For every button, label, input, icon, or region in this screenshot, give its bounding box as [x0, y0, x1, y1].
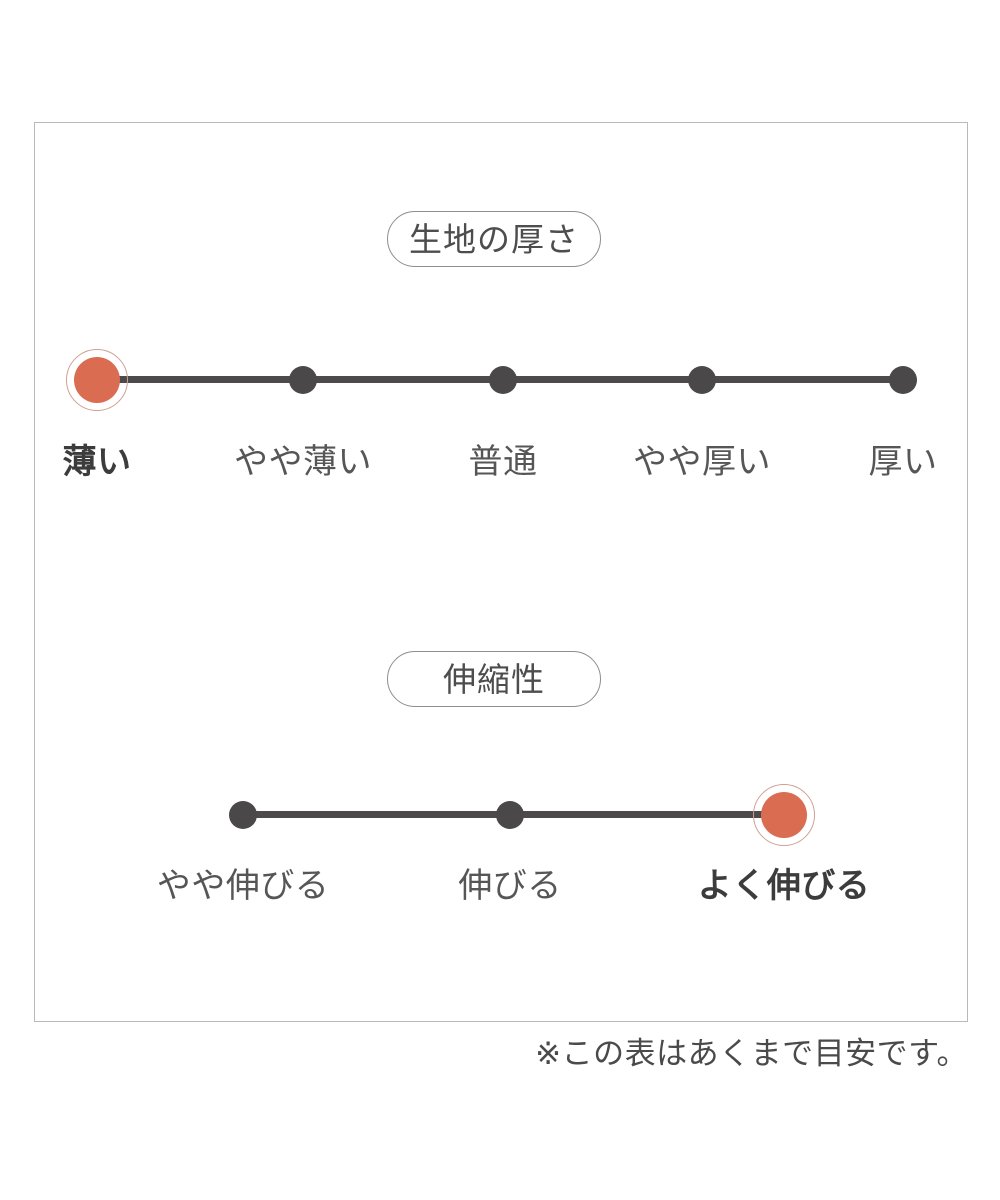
scale-label: 厚い	[868, 443, 938, 481]
scale-label: 伸びる	[458, 867, 562, 905]
scale-labels-fabric-thickness: 薄い やや薄い 普通 やや厚い 厚い	[0, 438, 1000, 486]
chart-footnote: ※この表はあくまで目安です。	[535, 1036, 968, 1071]
scale-label-selected: 薄い	[62, 443, 132, 481]
chart-frame	[34, 122, 968, 1022]
section-title-stretchiness: 伸縮性	[387, 651, 601, 707]
scale-track-stretchiness	[0, 784, 1000, 846]
section-title-label-thickness: 生地の厚さ	[409, 220, 579, 258]
scale-dot[interactable]	[688, 366, 716, 394]
scale-label: やや伸びる	[156, 867, 330, 905]
scale-dot[interactable]	[229, 801, 257, 829]
scale-dot[interactable]	[489, 366, 517, 394]
scale-dot[interactable]	[889, 366, 917, 394]
scale-labels-stretchiness: やや伸びる 伸びる よく伸びる	[0, 862, 1000, 910]
scale-dot[interactable]	[289, 366, 317, 394]
section-title-fabric-thickness: 生地の厚さ	[387, 211, 601, 267]
scale-dot-selected[interactable]	[753, 784, 815, 846]
scale-label: 普通	[468, 443, 538, 481]
scale-dot-selected[interactable]	[66, 349, 128, 411]
scale-dot[interactable]	[496, 801, 524, 829]
scale-track-fabric-thickness	[0, 349, 1000, 411]
scale-label: やや薄い	[234, 443, 372, 481]
section-title-label-stretch: 伸縮性	[443, 660, 545, 698]
scale-label: やや厚い	[633, 443, 771, 481]
scale-label-selected: よく伸びる	[697, 867, 871, 905]
